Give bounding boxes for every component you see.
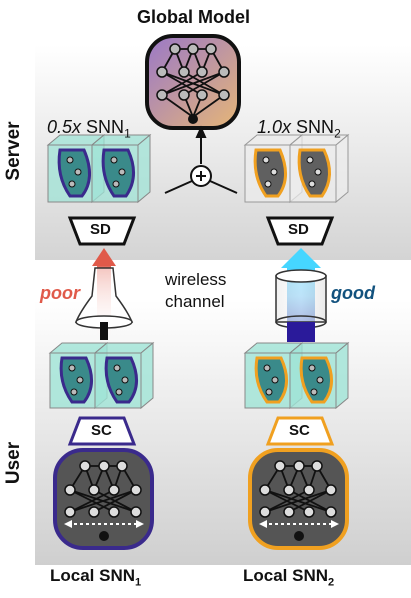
channel-label-line1: wireless <box>165 270 227 289</box>
local-snn-1-label: Local SNN1 <box>50 566 141 588</box>
server-left-decoder-label: SD <box>90 221 111 238</box>
local-snn-2-network <box>248 448 349 550</box>
user-left-encoder-label: SC <box>91 422 112 439</box>
channel-label-line2: channel <box>165 292 225 311</box>
user-left-cubes <box>48 341 155 410</box>
local-snn-1-name: Local SNN <box>50 566 136 585</box>
aggregation-plus-icon <box>164 125 238 194</box>
server-right-decoder <box>265 216 335 246</box>
left-snn-sub: 1 <box>124 126 131 141</box>
server-left-cubes <box>46 133 152 204</box>
local-snn-1-network <box>53 448 154 550</box>
user-left-encoder <box>67 416 137 446</box>
local-snn-2-name: Local SNN <box>243 566 329 585</box>
server-left-decoder <box>67 216 137 246</box>
poor-channel <box>74 248 134 340</box>
local-snn-2-sub: 2 <box>328 576 335 589</box>
local-snn-2-label: Local SNN2 <box>243 566 334 588</box>
left-snn-prefix: 0.5x <box>47 117 82 137</box>
right-snn-sub: 2 <box>334 126 341 141</box>
good-label: good <box>331 283 375 303</box>
user-right-cubes <box>243 341 350 410</box>
global-model-title: Global Model <box>137 7 251 27</box>
right-snn-name: SNN <box>296 117 335 137</box>
server-right-decoder-label: SD <box>288 221 309 238</box>
user-right-encoder-label: SC <box>289 422 310 439</box>
right-snn-prefix: 1.0x <box>257 117 292 137</box>
poor-label: poor <box>40 283 80 303</box>
local-snn-1-sub: 1 <box>135 576 142 589</box>
global-model <box>145 34 241 130</box>
server-row-label: Server <box>3 121 24 181</box>
right-snn-label: 1.0x SNN2 <box>257 117 341 141</box>
left-snn-label: 0.5x SNN1 <box>47 117 131 141</box>
user-right-encoder <box>265 416 335 446</box>
left-snn-name: SNN <box>86 117 125 137</box>
user-row-label: User <box>3 441 24 485</box>
good-channel <box>275 248 327 342</box>
server-right-cubes <box>243 133 350 204</box>
